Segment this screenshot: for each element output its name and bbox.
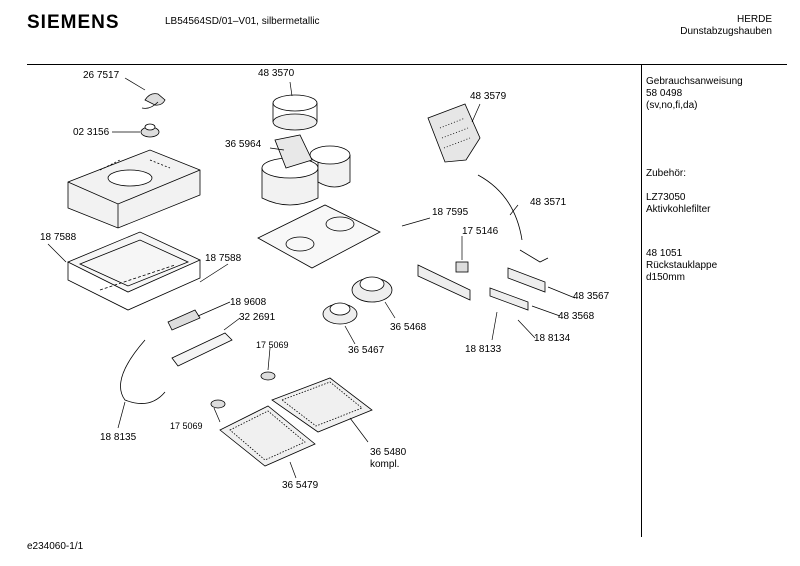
part-label: 48 3570	[258, 68, 295, 79]
part-label: 17 5069	[256, 340, 289, 350]
part-label: 48 3571	[530, 197, 567, 208]
part-label: 26 7517	[83, 70, 120, 81]
grease-filter-rear	[271, 377, 373, 433]
part-label: 18 8133	[465, 344, 502, 355]
light-bracket	[417, 264, 471, 301]
hood-housing	[67, 149, 201, 229]
part-label: 48 3579	[470, 91, 507, 102]
brand-logo: SIEMENS	[27, 12, 120, 33]
part-label: 36 5964	[225, 139, 262, 150]
twin-fan-housing	[261, 134, 351, 206]
accessory-name: d150mm	[646, 272, 685, 283]
document-id: e234060-1/1	[27, 541, 84, 552]
part-label: 17 5069	[170, 421, 203, 431]
part-label: 18 8135	[100, 432, 137, 443]
part-label: 36 5468	[390, 322, 427, 333]
halogen-lamp	[210, 371, 276, 409]
part-label: 36 5480	[370, 447, 407, 458]
category-label: HERDE Dunstabzugshauben	[680, 14, 772, 38]
part-label: 36 5479	[282, 480, 319, 491]
switch-module	[455, 261, 469, 273]
part-label: kompl.	[370, 459, 400, 470]
mounting-frame	[67, 231, 201, 311]
manual-languages: (sv,no,fi,da)	[646, 100, 698, 111]
model-title: LB54564SD/01–V01, silbermetallic	[165, 16, 320, 27]
power-plug	[141, 93, 166, 109]
accessory-heading: Zubehör:	[646, 168, 687, 179]
accessory-name: Rückstauklappe	[646, 260, 718, 271]
manual-title: Gebrauchsanweisung	[646, 76, 743, 87]
fan-motor-right	[351, 276, 393, 303]
lamp-cover	[167, 309, 201, 331]
part-label: 18 7595	[432, 207, 469, 218]
manual-info: Gebrauchsanweisung 58 0498 (sv,no,fi,da)	[646, 76, 743, 112]
part-label: 36 5467	[348, 345, 385, 356]
part-label: 18 8134	[534, 333, 571, 344]
part-label: 32 2691	[239, 312, 276, 323]
part-label: 18 7588	[205, 253, 242, 264]
lamp-housing	[171, 332, 233, 367]
grease-filter-front	[219, 405, 316, 467]
accessory-carbon-filter: LZ73050 Aktivkohlefilter	[646, 192, 710, 216]
duct-connector	[272, 94, 318, 131]
leader-lines	[47, 77, 576, 479]
part-label: 02 3156	[73, 127, 110, 138]
sidebar-divider	[641, 64, 642, 537]
manual-number: 58 0498	[646, 88, 683, 99]
switch-bracket	[489, 267, 546, 311]
accessory-code: 48 1051	[646, 248, 683, 259]
wiring-cable	[120, 339, 166, 404]
part-label: 48 3567	[573, 291, 610, 302]
part-label: 18 9608	[230, 297, 267, 308]
accessory-code: LZ73050	[646, 192, 686, 203]
header-divider	[27, 64, 787, 65]
part-label: 18 7588	[40, 232, 77, 243]
part-label: 17 5146	[462, 226, 499, 237]
accessory-backflow-flap: 48 1051 Rückstauklappe d150mm	[646, 248, 717, 284]
part-label: 48 3568	[558, 311, 595, 322]
accessory-name: Aktivkohlefilter	[646, 204, 711, 215]
category-line-1: HERDE	[736, 14, 772, 25]
control-panel	[427, 103, 481, 163]
mounting-plate	[257, 204, 381, 269]
fan-motor-left	[322, 302, 358, 325]
cable-harness	[477, 174, 549, 263]
category-line-2: Dunstabzugshauben	[680, 26, 772, 37]
cable-gland	[140, 123, 160, 138]
